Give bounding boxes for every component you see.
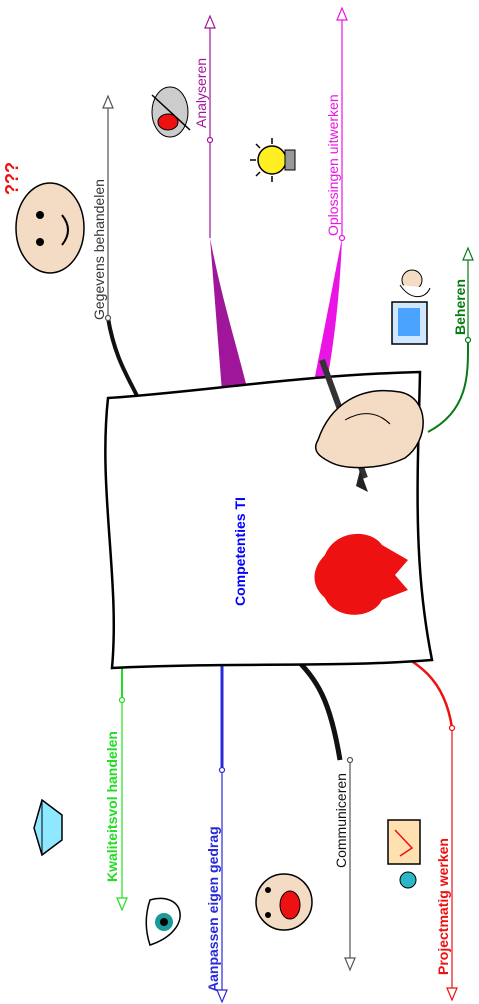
branch-line-communiceren <box>344 756 356 972</box>
svg-text:???: ??? <box>2 162 22 195</box>
branch-line-beheren <box>462 246 474 344</box>
diamond-icon <box>33 798 63 857</box>
branch-label-gegevens: Gegevens behandelen <box>91 179 107 320</box>
branch-label-analyseren: Analyseren <box>193 57 209 128</box>
branch-line-gegevens <box>102 94 114 322</box>
branch-line-analyseren <box>204 14 216 238</box>
confused-face-icon: ??? <box>2 162 85 274</box>
branch-line-oplossingen <box>336 6 348 242</box>
person-at-computer-icon <box>391 269 431 345</box>
branch-label-communiceren: Communiceren <box>333 773 349 868</box>
red-seal-icon <box>314 533 408 615</box>
branch-label-projectmatig: Projectmatig werken <box>435 838 451 975</box>
shouting-face-icon <box>255 873 313 931</box>
branch-line-kwaliteit <box>116 665 128 912</box>
branch-line-aanpassen <box>216 665 228 1004</box>
connector-beheren <box>427 339 470 433</box>
connector-oplossingen <box>312 238 342 392</box>
hand-writing-icon <box>314 358 424 492</box>
connector-communiceren <box>290 653 343 761</box>
analysis-tools-icon <box>151 86 191 138</box>
branch-label-beheren: Beheren <box>452 278 468 335</box>
branch-label-kwaliteit: Kwaliteitsvol handelen <box>104 731 120 882</box>
project-board-icon <box>387 819 421 889</box>
eye-icon <box>145 897 181 946</box>
branch-line-projectmatig <box>446 724 458 1002</box>
central-topic-label: Competenties TI <box>232 497 248 606</box>
branch-label-aanpassen: Aanpassen eigen gedrag <box>205 826 221 992</box>
lightbulb-icon <box>250 138 296 182</box>
branch-label-oplossingen: Oplossingen uitwerken <box>325 94 341 236</box>
connector-analyseren <box>210 238 248 392</box>
connector-gegevens <box>106 317 142 403</box>
